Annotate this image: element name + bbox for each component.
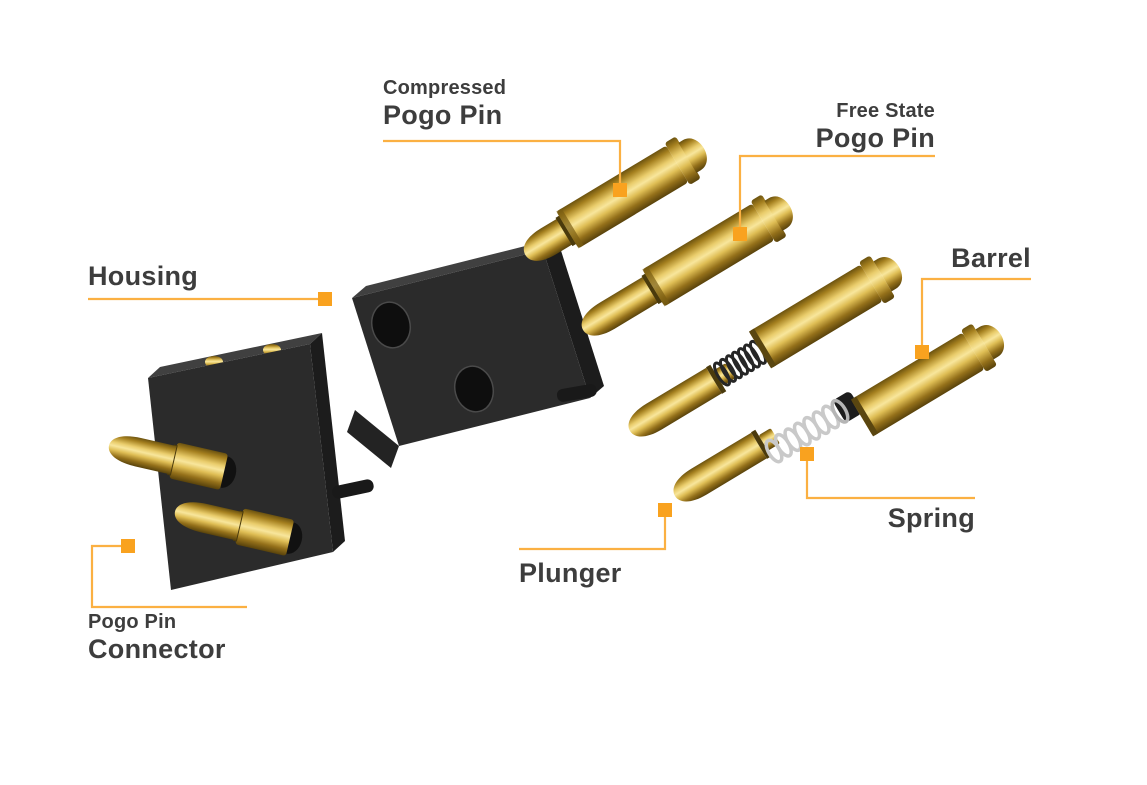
compressed-marker	[613, 183, 627, 197]
housing-marker	[318, 292, 332, 306]
connector-pin	[174, 502, 294, 556]
coil-spring	[764, 392, 862, 464]
barrel-part	[850, 324, 1004, 437]
label-free-state-pogo-pin: Free State Pogo Pin	[720, 100, 935, 153]
label-plunger: Plunger	[519, 558, 622, 588]
barrel-with-spring	[748, 256, 902, 369]
free-state-leader-line	[738, 154, 935, 229]
label-connector-line2: Connector	[88, 634, 226, 664]
spring-leader-line	[805, 459, 975, 500]
housing-hole	[453, 365, 495, 413]
label-compressed-line1: Compressed	[383, 77, 507, 99]
connector-pin	[108, 436, 228, 490]
barrel-leader-line	[920, 277, 1031, 347]
spring-marker	[800, 447, 814, 461]
connector-peg	[332, 479, 374, 499]
barrel-marker	[915, 345, 929, 359]
label-barrel: Barrel	[951, 243, 1031, 273]
housing-hole	[370, 301, 412, 349]
plunger-part	[628, 363, 735, 437]
label-connector-line1: Pogo Pin	[88, 611, 177, 633]
label-free-state-line1: Free State	[836, 100, 935, 122]
housing-block	[347, 238, 604, 468]
plunger-leader-line	[519, 515, 667, 551]
label-pogo-pin-connector: Pogo Pin Connector	[88, 611, 226, 664]
label-housing: Housing	[88, 261, 199, 291]
plunger-part	[673, 428, 780, 502]
label-free-state-line2: Pogo Pin	[815, 123, 935, 153]
label-compressed-pogo-pin: Compressed Pogo Pin	[383, 77, 506, 130]
pogo-pin-connector	[108, 333, 374, 590]
compressed-leader-line	[383, 139, 622, 185]
free-state-marker	[733, 227, 747, 241]
connector-marker	[121, 539, 135, 553]
compressed-pogo-pin	[523, 137, 707, 261]
plunger-marker	[658, 503, 672, 517]
inner-spring	[712, 339, 768, 387]
label-spring: Spring	[887, 503, 975, 533]
label-compressed-line2: Pogo Pin	[383, 100, 503, 130]
housing-peg	[556, 384, 597, 402]
connector-leader-line	[90, 544, 247, 609]
